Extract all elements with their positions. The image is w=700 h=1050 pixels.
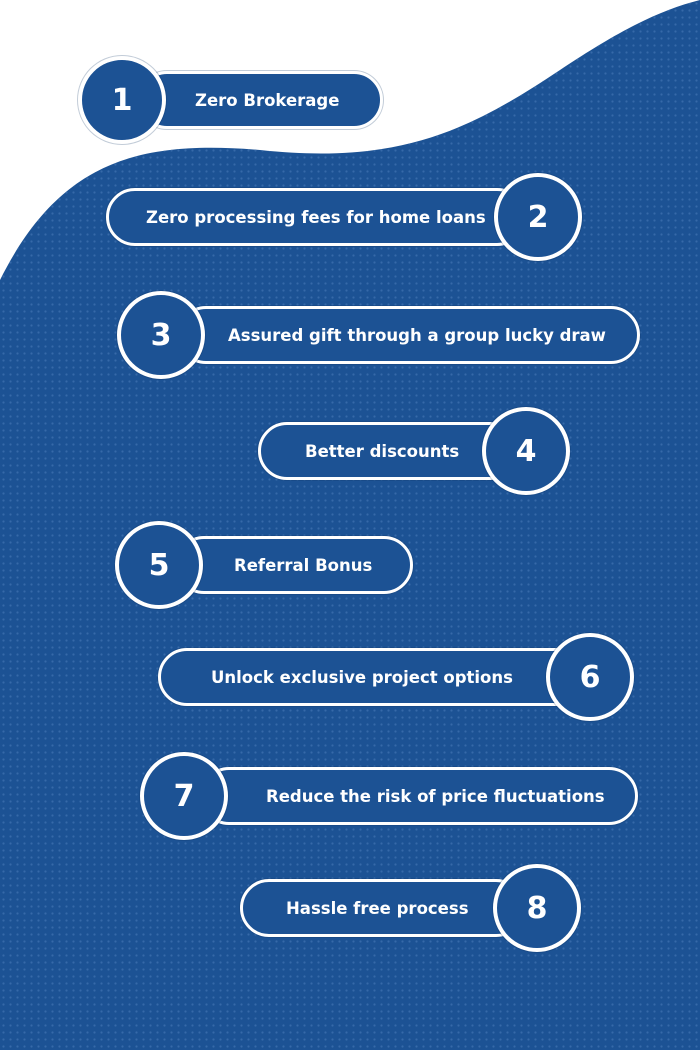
item-8-pill: Hassle free process <box>240 879 525 937</box>
item-6-number: 6 <box>579 659 601 695</box>
item-8-label: Hassle free process <box>286 898 469 918</box>
item-7-number-badge: 7 <box>140 752 228 840</box>
item-8-number-badge: 8 <box>493 864 581 952</box>
list-item: Zero processing fees for home loans 2 <box>106 167 586 267</box>
item-3-pill: Assured gift through a group lucky draw <box>177 306 640 364</box>
item-3-number: 3 <box>150 317 172 353</box>
list-item: Unlock exclusive project options 6 <box>158 627 640 727</box>
list-item: Zero Brokerage 1 <box>78 50 383 150</box>
item-7-number: 7 <box>173 778 195 814</box>
item-6-pill: Unlock exclusive project options <box>158 648 588 706</box>
item-3-label: Assured gift through a group lucky draw <box>228 325 606 345</box>
item-4-label: Better discounts <box>305 441 460 461</box>
list-item: Referral Bonus 5 <box>115 515 413 615</box>
item-1-number: 1 <box>111 82 133 118</box>
item-1-pill: Zero Brokerage <box>138 71 383 129</box>
list-item: Assured gift through a group lucky draw … <box>117 285 642 385</box>
item-2-pill: Zero processing fees for home loans <box>106 188 526 246</box>
item-5-number: 5 <box>148 547 170 583</box>
item-6-number-badge: 6 <box>546 633 634 721</box>
item-5-pill: Referral Bonus <box>175 536 413 594</box>
item-7-pill: Reduce the risk of price fluctuations <box>200 767 638 825</box>
item-1-label: Zero Brokerage <box>195 90 340 110</box>
item-1-number-badge: 1 <box>78 56 166 144</box>
item-6-label: Unlock exclusive project options <box>211 667 513 687</box>
item-8-number: 8 <box>526 890 548 926</box>
list-item: Reduce the risk of price fluctuations 7 <box>140 746 640 846</box>
item-2-number-badge: 2 <box>494 173 582 261</box>
list-item: Hassle free process 8 <box>240 858 585 958</box>
item-3-number-badge: 3 <box>117 291 205 379</box>
item-2-number: 2 <box>527 199 549 235</box>
item-7-label: Reduce the risk of price fluctuations <box>266 786 605 806</box>
item-4-pill: Better discounts <box>258 422 518 480</box>
item-4-number: 4 <box>515 433 537 469</box>
list-item: Better discounts 4 <box>258 401 578 501</box>
item-4-number-badge: 4 <box>482 407 570 495</box>
item-5-number-badge: 5 <box>115 521 203 609</box>
item-2-label: Zero processing fees for home loans <box>146 207 486 227</box>
item-5-label: Referral Bonus <box>234 555 373 575</box>
